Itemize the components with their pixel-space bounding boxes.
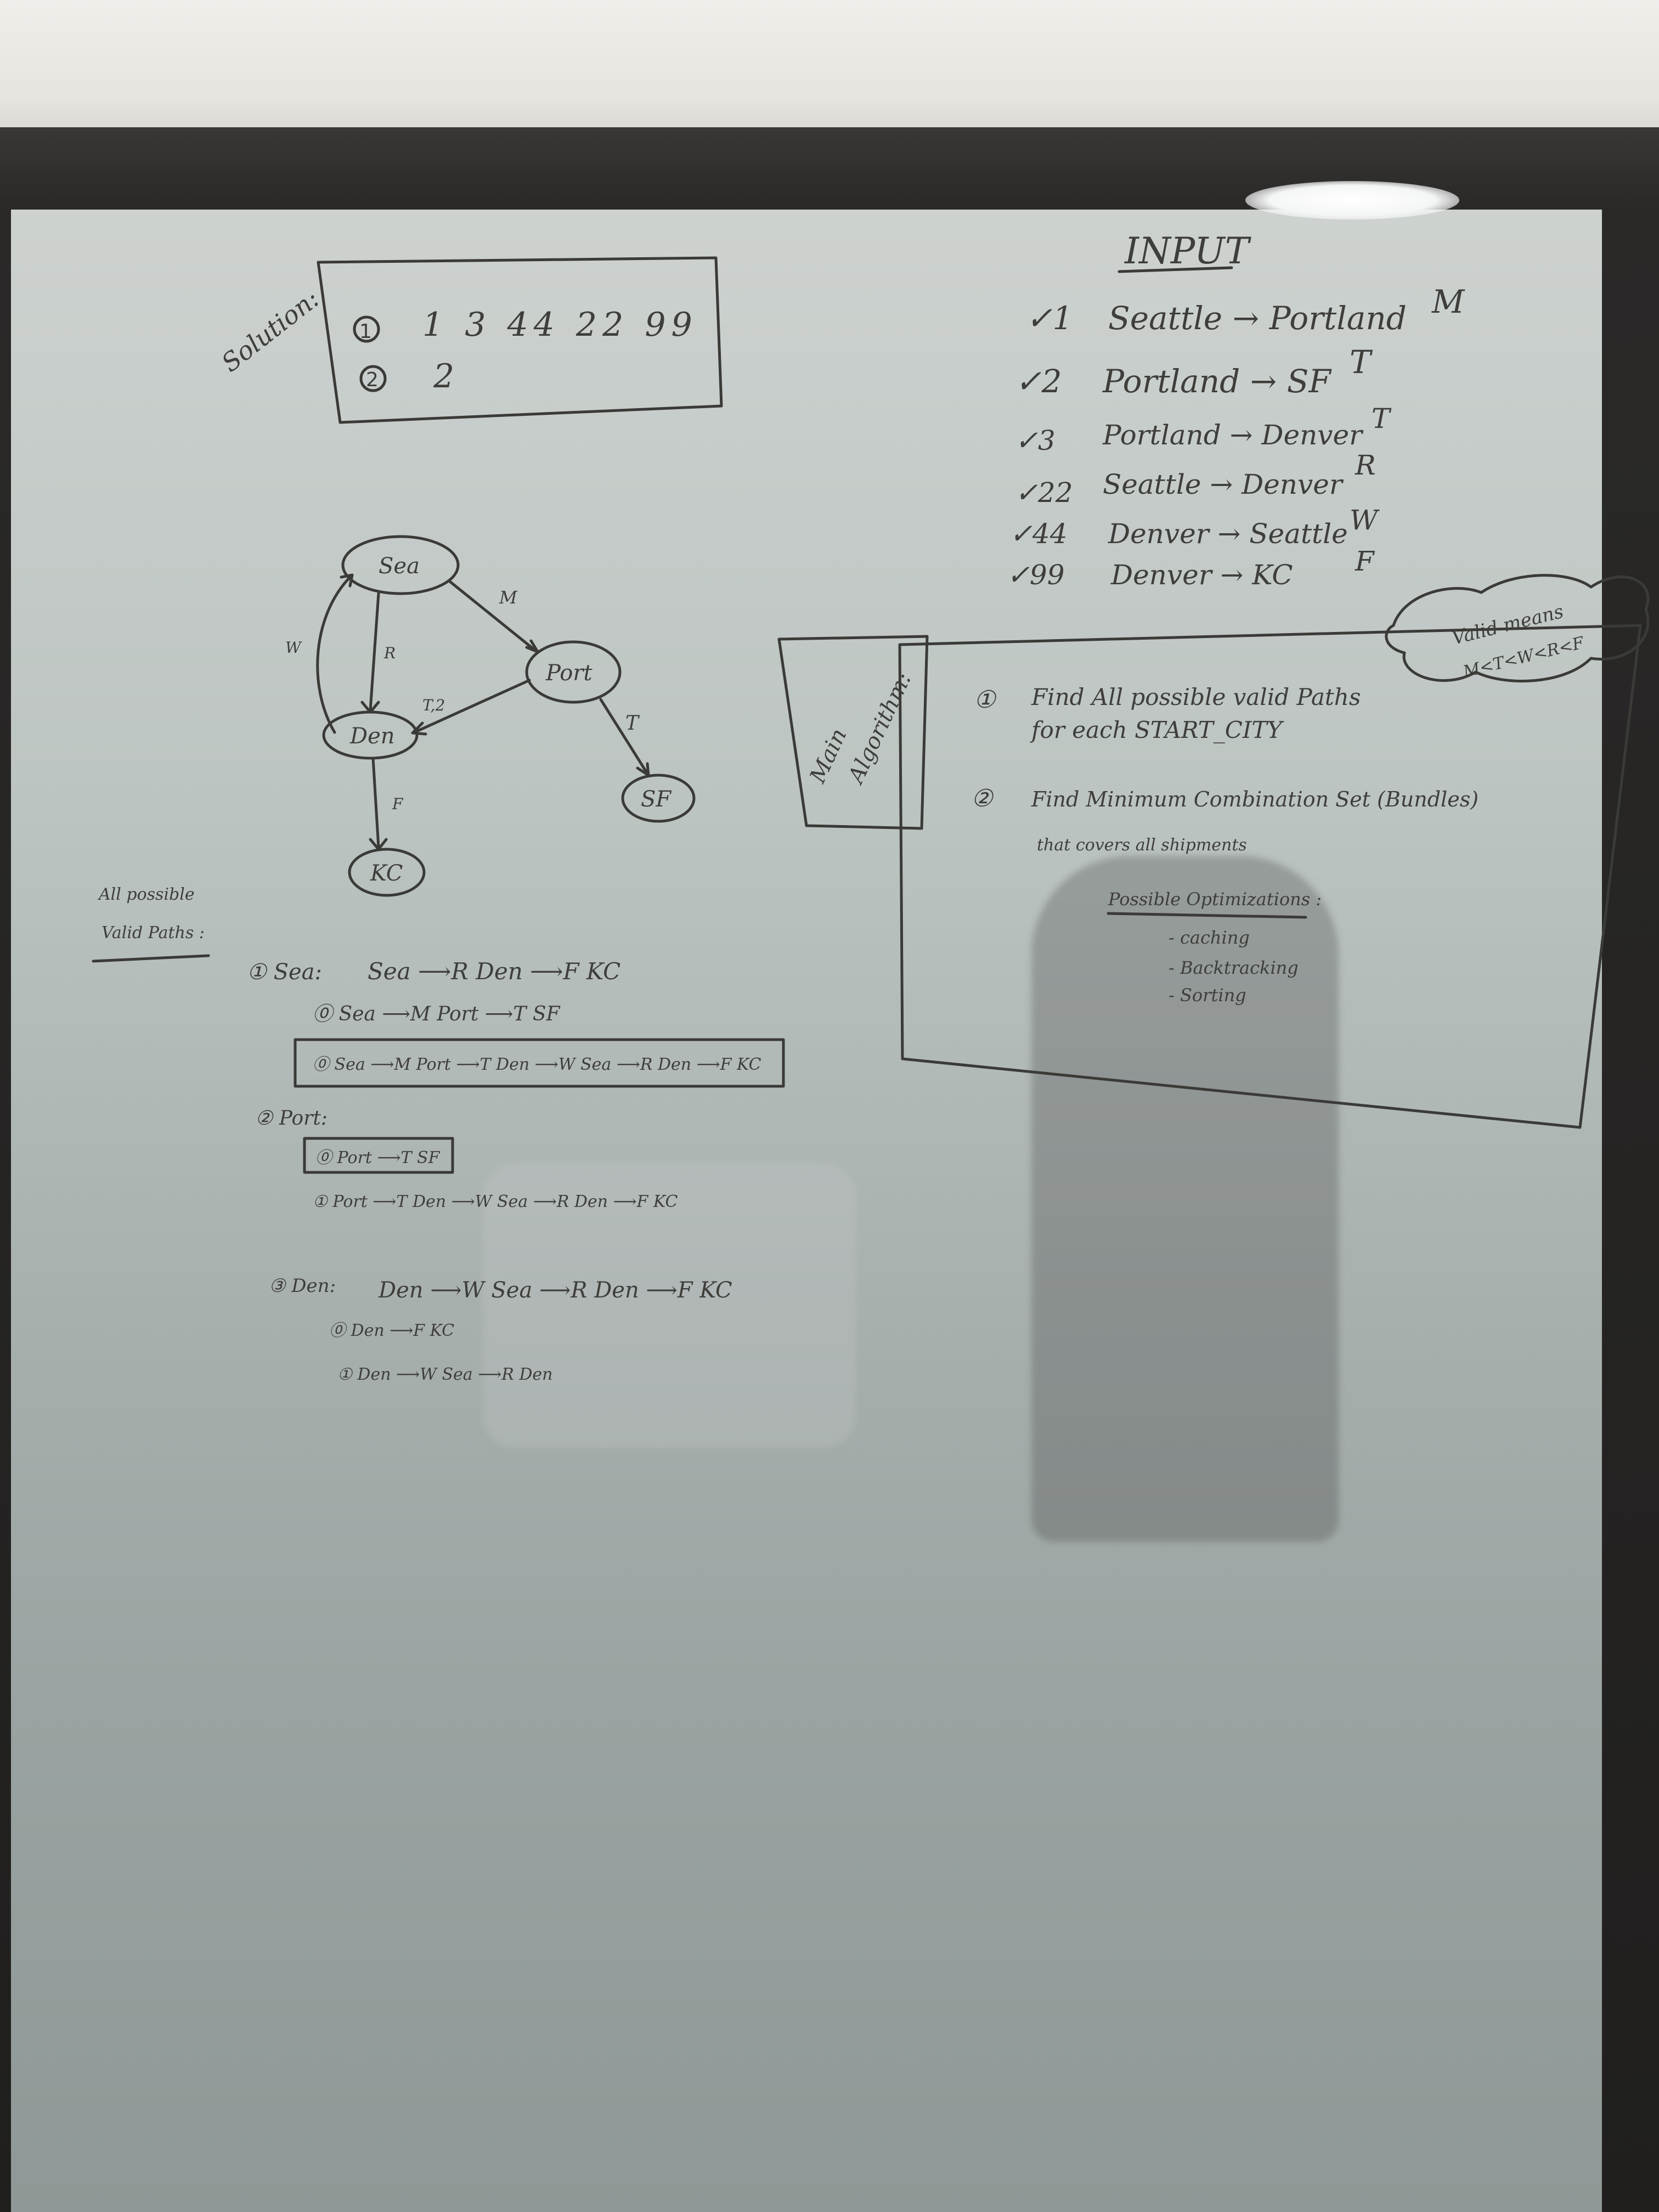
arrowhead <box>369 838 388 851</box>
step1-line1: Find All possible valid Paths <box>1031 684 1361 710</box>
node-port <box>525 640 622 704</box>
den-header: ③ Den: <box>269 1275 336 1297</box>
arrowhead <box>411 721 427 736</box>
algorithm-tag-line1: Main <box>805 725 852 787</box>
sea-path-2: ⓪ Sea ⟶M Port ⟶T Den ⟶W Sea ⟶R Den ⟶F KC <box>313 1055 761 1074</box>
person-reflection <box>1031 856 1339 1542</box>
node-kc <box>348 848 426 897</box>
input-section: INPUT ✓1 Seattle → Portland M ✓2 Portlan… <box>1007 230 1465 591</box>
step2-line2: that covers all shipments <box>1037 836 1247 855</box>
optimizations-underline <box>1107 912 1307 919</box>
port-path-2: ① Port ⟶T Den ⟶W Sea ⟶R Den ⟶F KC <box>313 1192 678 1211</box>
input-row-check: ✓3 <box>1015 425 1056 456</box>
input-row-letter: T <box>1372 403 1392 435</box>
edge-label-f: F <box>392 795 404 813</box>
edge-label-r: R <box>383 644 396 662</box>
optimization-item: - Sorting <box>1169 985 1246 1006</box>
node-den-label: Den <box>349 724 395 749</box>
solution-row1-num: 1 <box>359 320 372 343</box>
edge-den-sea <box>316 574 353 734</box>
input-row-check: ✓99 <box>1007 559 1065 591</box>
sea-path-2-box <box>294 1038 785 1088</box>
cloud-outline <box>1385 574 1650 682</box>
algorithm-tag-line2: Algorithm: <box>843 669 917 789</box>
algorithm-box <box>898 624 1642 1129</box>
valid-paths-label-1: All possible <box>97 885 195 904</box>
edge-label-t: T <box>625 712 640 735</box>
arrowhead <box>525 639 539 653</box>
solution-row1-circle <box>353 315 380 343</box>
solution-box <box>317 256 723 424</box>
input-row-letter: F <box>1355 545 1375 577</box>
den-main-path: Den ⟶W Sea ⟶R Den ⟶F KC <box>378 1278 732 1303</box>
input-row-letter: W <box>1350 504 1380 536</box>
step2-line1: Find Minimum Combination Set (Bundles) <box>1031 787 1479 811</box>
city-graph: Sea Port Den SF KC M W R T,2 T F <box>285 535 696 897</box>
algorithm-section: Main Algorithm: ① Find All possible vali… <box>777 624 1642 1129</box>
edge-label-t2: T,2 <box>422 696 445 714</box>
port-header: ② Port: <box>255 1107 328 1130</box>
input-row-check: ✓44 <box>1009 518 1068 550</box>
step1-line2: for each START_CITY <box>1030 716 1285 743</box>
node-sf-label: SF <box>641 787 672 812</box>
edge-port-sf <box>599 698 649 775</box>
input-title: INPUT <box>1124 230 1252 272</box>
valid-paths-label-2: Valid Paths : <box>101 923 205 943</box>
edge-sea-den <box>369 592 380 712</box>
solution-label: Solution: <box>216 284 325 378</box>
optimization-item: - caching <box>1169 927 1250 948</box>
arrowhead <box>636 762 650 777</box>
step1-num: ① <box>974 686 997 714</box>
edge-label-w: W <box>285 639 302 657</box>
node-sea <box>341 535 460 595</box>
optimizations-title: Possible Optimizations : <box>1108 889 1322 910</box>
input-row-check: ✓2 <box>1015 363 1062 400</box>
step2-num: ② <box>971 785 994 812</box>
input-row-letter: R <box>1355 449 1376 481</box>
input-row-route: Portland → SF <box>1102 363 1331 400</box>
input-row-route: Denver → Seattle <box>1108 518 1348 550</box>
solution-section: Solution: 1 1 3 44 22 99 2 2 <box>216 256 723 424</box>
solution-row2-circle <box>359 365 387 392</box>
node-sea-label: Sea <box>379 554 420 579</box>
input-row-route: Seattle → Portland <box>1108 300 1407 337</box>
port-path-1-box <box>303 1137 454 1174</box>
node-kc-label: KC <box>370 861 403 886</box>
solution-row2-num: 2 <box>366 369 379 391</box>
input-row-route: Portland → Denver <box>1102 419 1364 451</box>
valid-means-note: Valid means M<T<W<R<F <box>1385 574 1650 682</box>
arrowhead <box>360 701 380 714</box>
arrowhead <box>340 573 354 588</box>
den-path-2: ① Den ⟶W Sea ⟶R Den <box>337 1365 552 1384</box>
optimization-item: - Backtracking <box>1169 957 1299 978</box>
furniture-reflection <box>483 1163 856 1448</box>
solution-row1-values: 1 3 44 22 99 <box>422 306 698 344</box>
edge-den-kc <box>371 757 380 849</box>
den-path-1: ⓪ Den ⟶F KC <box>329 1321 454 1340</box>
input-row-letter: M <box>1431 283 1465 320</box>
algorithm-tag-box <box>777 635 929 830</box>
input-title-underline <box>1118 266 1233 273</box>
input-row-check: ✓22 <box>1015 477 1073 509</box>
sea-header: ① Sea: <box>247 960 322 985</box>
whiteboard-surface <box>11 210 1602 2212</box>
port-path-1: ⓪ Port ⟶T SF <box>315 1148 441 1167</box>
edge-sea-port <box>448 580 537 652</box>
node-port-label: Port <box>545 661 592 686</box>
edge-port-den <box>413 679 531 734</box>
valid-paths-section: All possible Valid Paths : ① Sea: Sea ⟶R… <box>92 885 785 1384</box>
edge-label-m: M <box>499 587 518 608</box>
solution-row2-values: 2 <box>433 357 454 396</box>
node-sf <box>621 774 696 823</box>
sea-path-1: ⓪ Sea ⟶M Port ⟶T SF <box>313 1003 561 1025</box>
input-row-check: ✓1 <box>1026 300 1073 337</box>
input-row-route: Denver → KC <box>1110 559 1293 591</box>
input-row-letter: T <box>1350 343 1373 381</box>
light-glare <box>1245 181 1459 219</box>
sea-main-path: Sea ⟶R Den ⟶F KC <box>368 958 620 985</box>
input-row-route: Seattle → Denver <box>1103 469 1344 500</box>
valid-paths-underline <box>92 954 210 963</box>
